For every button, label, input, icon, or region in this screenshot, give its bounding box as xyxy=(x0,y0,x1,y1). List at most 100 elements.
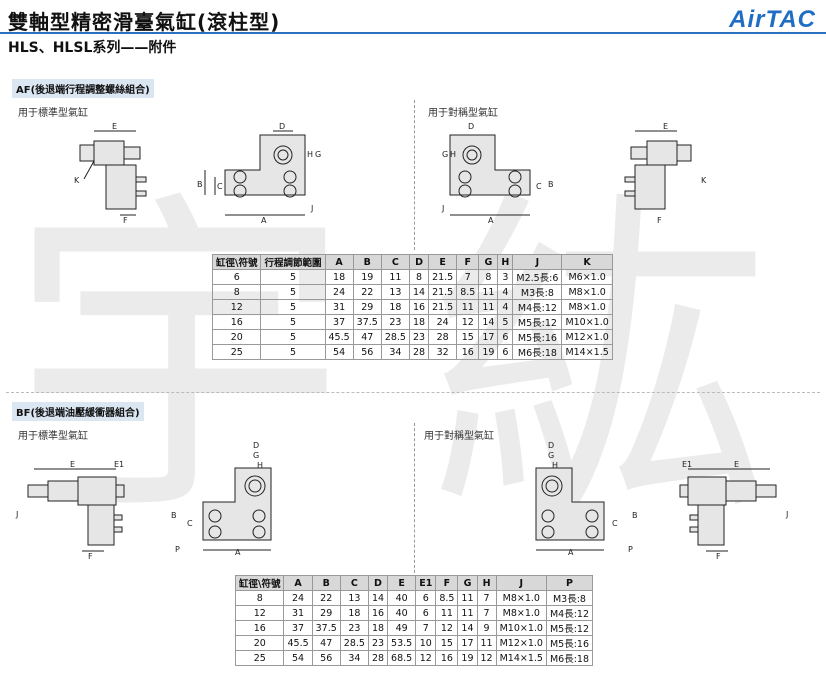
dim-c: C xyxy=(187,519,193,528)
column-header: P xyxy=(545,575,594,591)
table-cell: 7 xyxy=(456,269,480,285)
brand-logo: AirTAC xyxy=(729,6,816,33)
dim-d: D xyxy=(548,441,554,450)
table-cell: 8 xyxy=(234,590,285,606)
column-header: A xyxy=(324,254,354,270)
table-cell: 18 xyxy=(380,299,410,315)
table-cell: 28.5 xyxy=(339,635,369,651)
table-cell: 3 xyxy=(497,269,514,285)
table-cell: 16 xyxy=(211,314,262,330)
table-cell: 28 xyxy=(428,329,458,345)
bf-caption-symmetric: 用于對稱型氣缸 xyxy=(424,431,494,442)
table-cell: 31 xyxy=(324,299,354,315)
table-cell: 34 xyxy=(339,650,369,666)
dim-c: C xyxy=(217,182,223,191)
dim-a: A xyxy=(488,216,494,225)
column-header: F xyxy=(456,254,480,270)
column-header: 行程調節範圍 xyxy=(260,254,326,270)
dim-g: G xyxy=(548,451,554,460)
table-cell: 22 xyxy=(352,284,382,300)
dim-h: H xyxy=(450,150,456,159)
table-cell: M8×1.0 xyxy=(561,284,613,300)
table-cell: 8.5 xyxy=(456,284,480,300)
dim-a: A xyxy=(235,548,241,557)
table-cell: 12 xyxy=(476,650,497,666)
table-cell: 4 xyxy=(497,284,514,300)
table-cell: 11 xyxy=(457,590,478,606)
dim-k: K xyxy=(74,176,80,185)
table-cell: 68.5 xyxy=(387,650,417,666)
table-cell: 29 xyxy=(352,299,382,315)
table-cell: 11 xyxy=(380,269,410,285)
table-cell: 47 xyxy=(311,635,341,651)
table-cell: 14 xyxy=(478,314,499,330)
bf-symmetric-front-drawing: A B C D G H P xyxy=(535,441,638,557)
column-header: B xyxy=(311,575,341,591)
table-cell: 16 xyxy=(367,605,389,621)
table-cell: M8×1.0 xyxy=(495,590,547,606)
column-header: K xyxy=(561,254,613,270)
dim-h: H xyxy=(257,461,263,470)
dim-e: E xyxy=(112,122,117,131)
table-cell: 56 xyxy=(352,344,382,360)
table-cell: 54 xyxy=(283,650,313,666)
dim-g: G xyxy=(315,150,321,159)
table-cell: M5長:16 xyxy=(512,329,563,345)
table-cell: 23 xyxy=(380,314,410,330)
table-cell: 11 xyxy=(476,635,497,651)
table-cell: 6 xyxy=(211,269,262,285)
table-cell: 37 xyxy=(283,620,313,636)
table-cell: 23 xyxy=(408,329,430,345)
table-cell: M8×1.0 xyxy=(561,299,613,315)
table-cell: 16 xyxy=(408,299,430,315)
table-cell: 29 xyxy=(311,605,341,621)
column-header: J xyxy=(512,254,563,270)
dim-b: B xyxy=(632,511,638,520)
table-cell: M10×1.0 xyxy=(561,314,613,330)
table-cell: 5 xyxy=(260,314,326,330)
table-cell: 6 xyxy=(497,329,514,345)
table-cell: 17 xyxy=(478,329,499,345)
bf-standard-side-drawing: E E1 J F xyxy=(15,460,125,561)
dim-e1: E1 xyxy=(114,460,124,469)
column-header: E1 xyxy=(415,575,437,591)
table-cell: 34 xyxy=(380,344,410,360)
table-cell: 16 xyxy=(234,620,285,636)
column-header: J xyxy=(495,575,547,591)
column-header: C xyxy=(380,254,410,270)
table-cell: M10×1.0 xyxy=(495,620,547,636)
table-cell: 6 xyxy=(415,590,437,606)
dim-j: J xyxy=(785,510,788,519)
dim-g: G xyxy=(253,451,259,460)
dim-d: D xyxy=(279,122,285,131)
dim-d: D xyxy=(468,122,474,131)
table-cell: 25 xyxy=(234,650,285,666)
table-cell: 4 xyxy=(497,299,514,315)
table-cell: 18 xyxy=(339,605,369,621)
dim-b: B xyxy=(548,180,554,189)
table-cell: 19 xyxy=(457,650,478,666)
af-symmetric-front-drawing: A B C D G H J xyxy=(441,122,554,225)
table-cell: 45.5 xyxy=(324,329,354,345)
af-caption-symmetric: 用于對稱型氣缸 xyxy=(428,108,498,119)
table-cell: 19 xyxy=(352,269,382,285)
dim-p: P xyxy=(628,545,633,554)
table-cell: 31 xyxy=(283,605,313,621)
table-cell: 11 xyxy=(456,299,480,315)
column-header: A xyxy=(283,575,313,591)
table-cell: 12 xyxy=(435,620,459,636)
dim-j: J xyxy=(15,510,18,519)
table-cell: 13 xyxy=(339,590,369,606)
table-cell: 40 xyxy=(387,605,417,621)
af-standard-side-drawing: E K F xyxy=(74,122,147,225)
bf-caption-standard: 用于標準型氣缸 xyxy=(18,431,88,442)
